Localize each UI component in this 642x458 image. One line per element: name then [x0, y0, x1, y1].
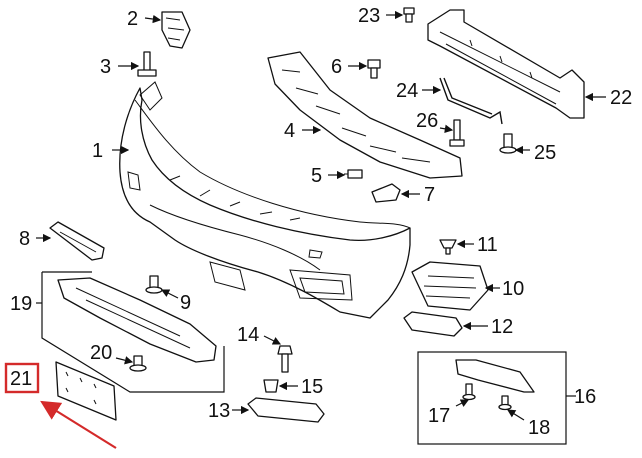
- part-2-bracket: [161, 11, 191, 49]
- callout-17: 17: [428, 405, 450, 427]
- callout-12: 12: [491, 316, 513, 338]
- part-15-clip: [263, 379, 279, 393]
- callout-labels: 1 2 3 4 5 6 7 8 9 10 11 12 13 14 15 16 1…: [10, 5, 632, 439]
- part-17-pin: [462, 383, 476, 401]
- part-4-absorber: [267, 51, 463, 179]
- callout-4: 4: [284, 120, 295, 142]
- part-9-pin: [145, 275, 163, 294]
- callout-20: 20: [90, 342, 112, 364]
- part-14-bolt: [277, 345, 293, 373]
- part-12-trim: [403, 311, 463, 337]
- callout-16: 16: [574, 386, 596, 408]
- part-8-reflector: [49, 221, 105, 261]
- bumper-cover: [119, 81, 411, 319]
- part-23-bolt: [403, 7, 415, 23]
- part-13-trim: [247, 397, 325, 423]
- part-7-cap: [371, 183, 401, 203]
- callout-13: 13: [208, 400, 230, 422]
- callout-23: 23: [358, 5, 380, 27]
- callout-3: 3: [100, 56, 111, 78]
- part-18-pin: [498, 395, 512, 411]
- callout-5: 5: [311, 165, 322, 187]
- callout-6: 6: [331, 56, 342, 78]
- part-6-bolt: [367, 59, 381, 79]
- part-26-bolt: [449, 119, 465, 147]
- highlight-callout-21: [4, 362, 117, 449]
- callout-8: 8: [19, 228, 30, 250]
- callout-21: 21: [10, 368, 32, 390]
- callout-1: 1: [92, 140, 103, 162]
- callout-22: 22: [610, 87, 632, 109]
- callout-26: 26: [416, 110, 438, 132]
- part-16-group: [417, 351, 567, 445]
- part-21-plate-bracket: [55, 361, 117, 421]
- callout-19: 19: [10, 293, 32, 315]
- callout-24: 24: [396, 80, 418, 102]
- highlight-box: [4, 362, 40, 394]
- part-22-beam: [427, 9, 585, 119]
- callout-9: 9: [180, 292, 191, 314]
- part-19-group: [41, 271, 225, 393]
- callout-18: 18: [528, 417, 550, 439]
- part-20-pin: [129, 355, 147, 372]
- leader-lines: [36, 10, 606, 421]
- part-24-bracket: [439, 77, 503, 125]
- callout-2: 2: [127, 8, 138, 30]
- part-3-clip: [137, 51, 157, 77]
- callout-25: 25: [534, 142, 556, 164]
- part-25-bolt: [499, 133, 517, 154]
- part-5-bolt: [344, 169, 363, 179]
- callout-15: 15: [301, 376, 323, 398]
- part-11-clip: [439, 239, 457, 255]
- callout-11: 11: [477, 234, 498, 256]
- callout-7: 7: [424, 184, 435, 206]
- callout-14: 14: [237, 324, 259, 346]
- callout-10: 10: [502, 278, 524, 300]
- highlight-arrow: [40, 400, 117, 449]
- part-10-grille: [411, 261, 489, 311]
